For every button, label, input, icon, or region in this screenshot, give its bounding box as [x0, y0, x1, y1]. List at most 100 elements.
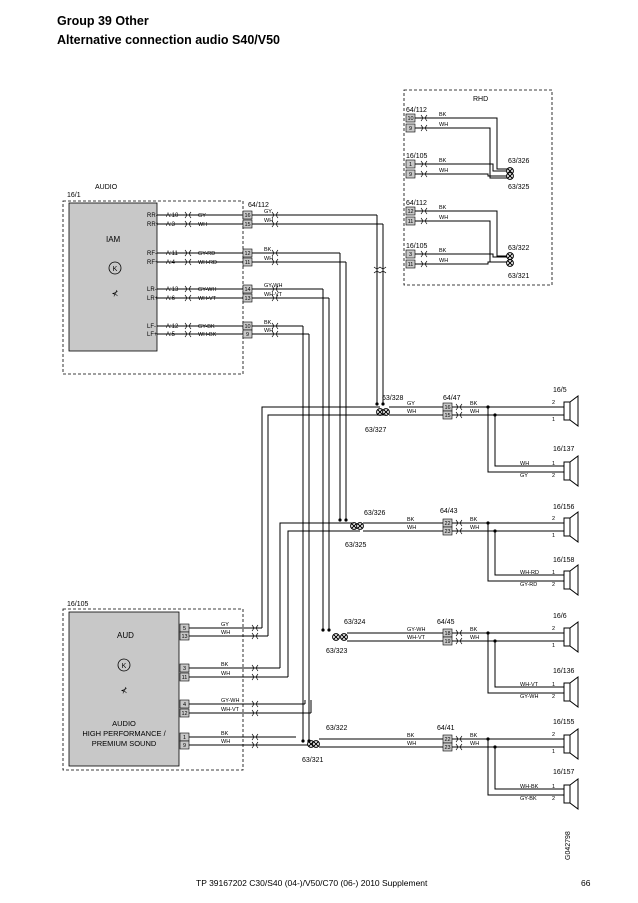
aud-label: AUD	[117, 631, 134, 640]
iam-position-label: A:11	[166, 251, 179, 257]
wire-crossing-mark	[455, 527, 463, 535]
wire-crossing-mark	[420, 170, 428, 178]
speaker-id: 16/158	[553, 557, 575, 564]
speaker-16-5-body	[563, 401, 571, 421]
splice-label: 63/321	[302, 757, 324, 764]
wire-crossing-mark	[184, 220, 192, 228]
connector-pin-label: 5	[183, 626, 186, 632]
speaker-id: 16/136	[553, 668, 575, 675]
wire-color-label: WH-VT	[407, 635, 426, 641]
wire-crossing-mark	[420, 114, 428, 122]
connector-pin-label: 15	[244, 222, 250, 228]
connector-pin-label: 19	[444, 639, 450, 645]
splice-mark	[357, 523, 363, 529]
wire-color-label: BK	[264, 247, 272, 253]
wire	[485, 173, 510, 177]
splice-mark	[507, 173, 513, 179]
wire-color-label: WH	[439, 168, 448, 174]
wire-color-label: WH	[439, 215, 448, 221]
connector-pin-label: 9	[246, 332, 249, 338]
iam-pin-label: LR-	[147, 287, 157, 293]
wire-crossing-mark	[184, 285, 192, 293]
speaker-16-158-body	[563, 570, 571, 590]
connector-pin-label: 15	[444, 413, 450, 419]
speaker-pin-label: 1	[552, 643, 555, 649]
aud-unit	[68, 611, 180, 767]
wire-crossing-mark	[420, 260, 428, 268]
iam-pin-label: LF+	[147, 332, 158, 338]
speaker-pin-label: 2	[552, 694, 555, 700]
iam-position-label: A:12	[166, 324, 179, 330]
splice-mark	[313, 741, 319, 747]
connector-label: 64/45	[437, 619, 455, 626]
wire-color-label: GY	[198, 213, 206, 219]
wire-crossing-mark	[251, 741, 259, 749]
connector-pin-label: 12	[244, 251, 250, 257]
wire-color-label: WH	[264, 218, 273, 224]
connector-pin-label: 23	[444, 529, 450, 535]
iam-position-label: A:10	[166, 213, 179, 219]
wire-color-label: BK	[264, 320, 272, 326]
wire-crossing-mark	[455, 629, 463, 637]
wire-color-label: WH	[520, 461, 529, 467]
rhd-splice-label: 63/325	[508, 184, 530, 191]
splice-label: 63/322	[326, 725, 348, 732]
connector-pin-label: 22	[444, 737, 450, 743]
wire	[494, 641, 564, 688]
speaker-pin-label: 1	[552, 533, 555, 539]
speaker-id: 16/157	[553, 769, 575, 776]
wire-color-label: WH	[221, 671, 230, 677]
speaker-pin-label: 2	[552, 473, 555, 479]
wire-color-label: GY-WH	[520, 694, 538, 700]
connector-pin-label: 3	[409, 252, 412, 258]
connector-label: 64/47	[443, 395, 461, 402]
wire-color-label: WH	[264, 328, 273, 334]
connector-pin-label: 11	[408, 219, 414, 225]
speaker-pin-label: 1	[552, 682, 555, 688]
speaker-pin-label: 2	[552, 796, 555, 802]
connector-pin-label: 4	[183, 702, 186, 708]
wire-color-label: GY	[407, 401, 415, 407]
wire-crossing-mark	[455, 743, 463, 751]
iam-pin-label: LF-	[147, 324, 156, 330]
wire-crossing-mark	[271, 285, 279, 293]
speaker-pin-label: 2	[552, 582, 555, 588]
iam-position-label: A:3	[166, 222, 176, 228]
wire-crossing-mark	[379, 266, 387, 274]
drawing-code-label: G042798	[565, 831, 572, 860]
aud-box	[62, 608, 244, 771]
connector-pin-label: 1	[183, 735, 186, 741]
connector-pin-label: 9	[183, 743, 186, 749]
wire-color-label: GY-RD	[198, 251, 215, 257]
wire-color-label: WH	[221, 739, 230, 745]
wire-color-label: GY-WH	[198, 287, 216, 293]
junction-dot	[321, 628, 325, 632]
fuse-icon: ⊀	[121, 686, 128, 695]
wire-color-label: WH	[439, 122, 448, 128]
wire-color-label: BK	[439, 248, 447, 254]
wire-crossing-mark	[420, 250, 428, 258]
wire	[485, 261, 510, 265]
splice-mark	[383, 409, 389, 415]
speaker-16-155-cone	[569, 728, 579, 760]
wire-color-label: BK	[470, 517, 478, 523]
speaker-id: 16/155	[553, 719, 575, 726]
wire-color-label: WH	[439, 258, 448, 264]
connector-label: 64/43	[440, 508, 458, 515]
wire-crossing-mark	[455, 735, 463, 743]
iam-pin-label: RR+	[147, 222, 160, 228]
wire-color-label: WH-VT	[198, 296, 217, 302]
wire-color-label: WH-RD	[198, 260, 217, 266]
wire	[485, 163, 510, 172]
audio-label: AUDIO	[95, 184, 118, 191]
iam-pin-label: RF+	[147, 260, 159, 266]
speaker-id: 16/5	[553, 387, 567, 394]
wire	[487, 407, 564, 473]
wire-color-label: BK	[439, 205, 447, 211]
rhd-box	[403, 89, 553, 286]
aud-caption-line: PREMIUM SOUND	[92, 739, 157, 748]
connector-pin-label: 14	[244, 287, 250, 293]
speaker-16-5-cone	[569, 395, 579, 427]
speaker-16-6-cone	[569, 621, 579, 653]
wire-color-label: WH-BK	[198, 332, 217, 338]
